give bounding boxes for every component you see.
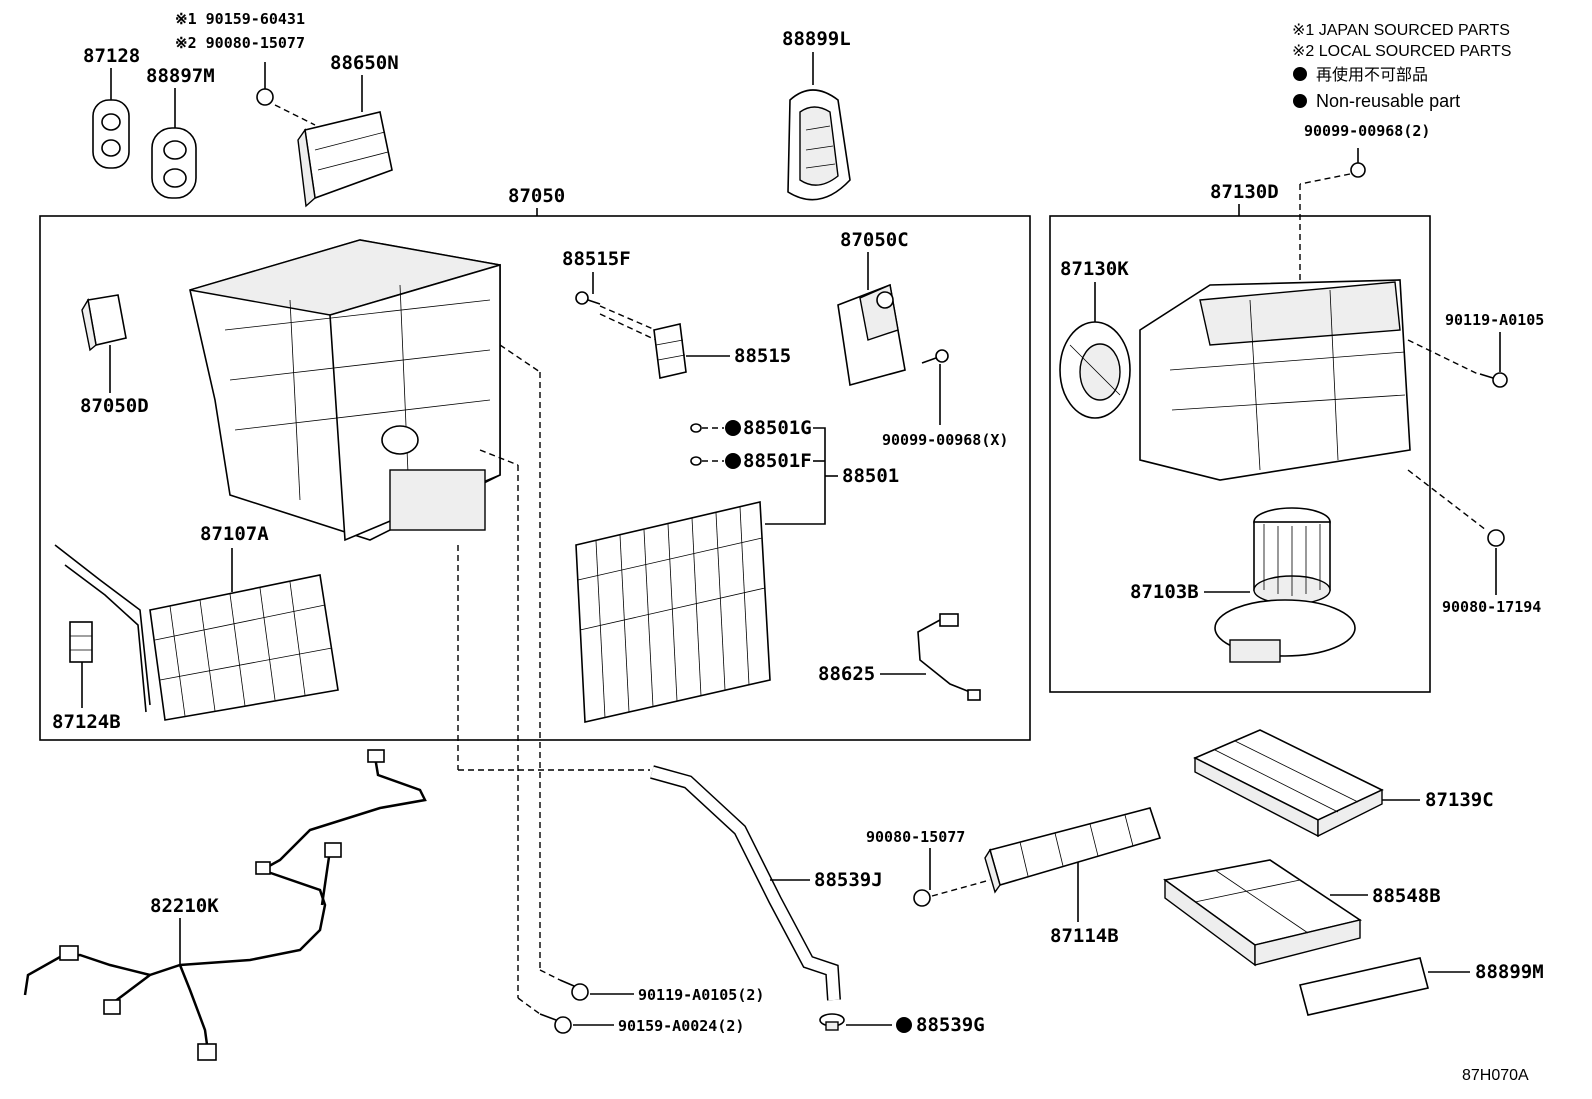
screw-icon [559, 979, 589, 1001]
duct-panel-87114B [984, 807, 1162, 894]
label-90099-00968-2: 90099-00968(2) [1304, 122, 1430, 140]
label-82210K: 82210K [150, 895, 219, 917]
label-87128: 87128 [83, 45, 140, 67]
bolt-icon [575, 291, 601, 305]
label-87130K: 87130K [1060, 258, 1129, 280]
label-90119-A0105-2: 90119-A0105(2) [638, 986, 764, 1004]
non-reusable-bullet-icon [1293, 94, 1307, 108]
cover-88899M [1299, 957, 1429, 1016]
diagram-code: 87H070A [1462, 1067, 1529, 1084]
grommet-87128 [92, 99, 130, 169]
grommet-88897M [151, 127, 197, 199]
assembly-box-87050 [39, 215, 1031, 741]
thermistor-88625 [917, 613, 981, 701]
note-non-reusable-en: Non-reusable part [1316, 91, 1460, 111]
label-90080-17194: 90080-17194 [1442, 598, 1541, 616]
assembly-box-87130D [1049, 215, 1431, 693]
blower-motor-87103B [1214, 507, 1356, 663]
bolt-icon [1350, 148, 1366, 178]
label-87107A: 87107A [200, 523, 269, 545]
wire-harness-82210K [23, 749, 427, 1061]
actuator-87050C [837, 283, 906, 387]
heater-core-87107A [54, 544, 339, 721]
note-japan-sourced: ※1 JAPAN SOURCED PARTS [1292, 22, 1510, 39]
expansion-valve-88515 [653, 323, 687, 379]
label-87050D: 87050D [80, 395, 149, 417]
o-ring-icon [690, 423, 702, 433]
label-90119-A0105: 90119-A0105 [1445, 311, 1544, 329]
label-90080-15077: 90080-15077 [866, 828, 965, 846]
hvac-housing-87050 [189, 239, 501, 542]
evaporator-88501 [575, 501, 771, 723]
label-87114B: 87114B [1050, 925, 1119, 947]
label-88548B: 88548B [1372, 885, 1441, 907]
label-87130D: 87130D [1210, 181, 1279, 203]
label-87103B: 87103B [1130, 581, 1199, 603]
grommet-88539G [819, 1013, 845, 1031]
filter-case-88548B [1163, 859, 1362, 967]
control-unit-88650N [297, 111, 393, 208]
label-87139C: 87139C [1425, 789, 1494, 811]
non-reusable-bullet-icon [1293, 67, 1307, 81]
o-ring-icon [690, 456, 702, 466]
label-88899M: 88899M [1475, 961, 1544, 983]
note-non-reusable-jp: 再使用不可部品 [1316, 66, 1428, 84]
note-local-sourced: ※2 LOCAL SOURCED PARTS [1292, 43, 1511, 60]
non-reusable-bullet-icon [725, 453, 741, 469]
label-88539G: 88539G [916, 1014, 985, 1036]
non-reusable-bullet-icon [896, 1017, 912, 1033]
label-88539J: 88539J [814, 869, 883, 891]
screw-icon [1479, 372, 1508, 388]
actuator-87050D [81, 294, 127, 352]
label-88899L: 88899L [782, 28, 851, 50]
label-88650N: 88650N [330, 52, 399, 74]
cover-88899L [787, 89, 851, 201]
bolt-icon [913, 889, 931, 907]
clamp-87124B [69, 621, 93, 663]
blower-case-cover-87130K [1059, 321, 1131, 419]
non-reusable-bullet-icon [725, 420, 741, 436]
label-87050C: 87050C [840, 229, 909, 251]
variant-japan-code: ※1 90159-60431 [175, 10, 305, 28]
label-90099-00968-X: 90099-00968(X) [882, 431, 1008, 449]
label-88501F: 88501F [743, 450, 812, 472]
label-87050: 87050 [508, 185, 565, 207]
label-87124B: 87124B [52, 711, 121, 733]
variant-local-code: ※2 90080-15077 [175, 34, 305, 52]
label-88501: 88501 [842, 465, 899, 487]
air-filter-87139C [1193, 729, 1384, 838]
label-88515: 88515 [734, 345, 791, 367]
clip-icon [1487, 529, 1505, 547]
bolt-icon [256, 62, 274, 106]
label-88897M: 88897M [146, 65, 215, 87]
label-88625: 88625 [818, 663, 875, 685]
label-88501G: 88501G [743, 417, 812, 439]
screw-icon [539, 1013, 572, 1034]
label-90159-A0024-2: 90159-A0024(2) [618, 1017, 744, 1035]
drain-hose-88539J [650, 765, 841, 1001]
blower-unit-housing-87130D [1139, 279, 1411, 481]
label-88515F: 88515F [562, 248, 631, 270]
bolt-icon [921, 349, 949, 364]
